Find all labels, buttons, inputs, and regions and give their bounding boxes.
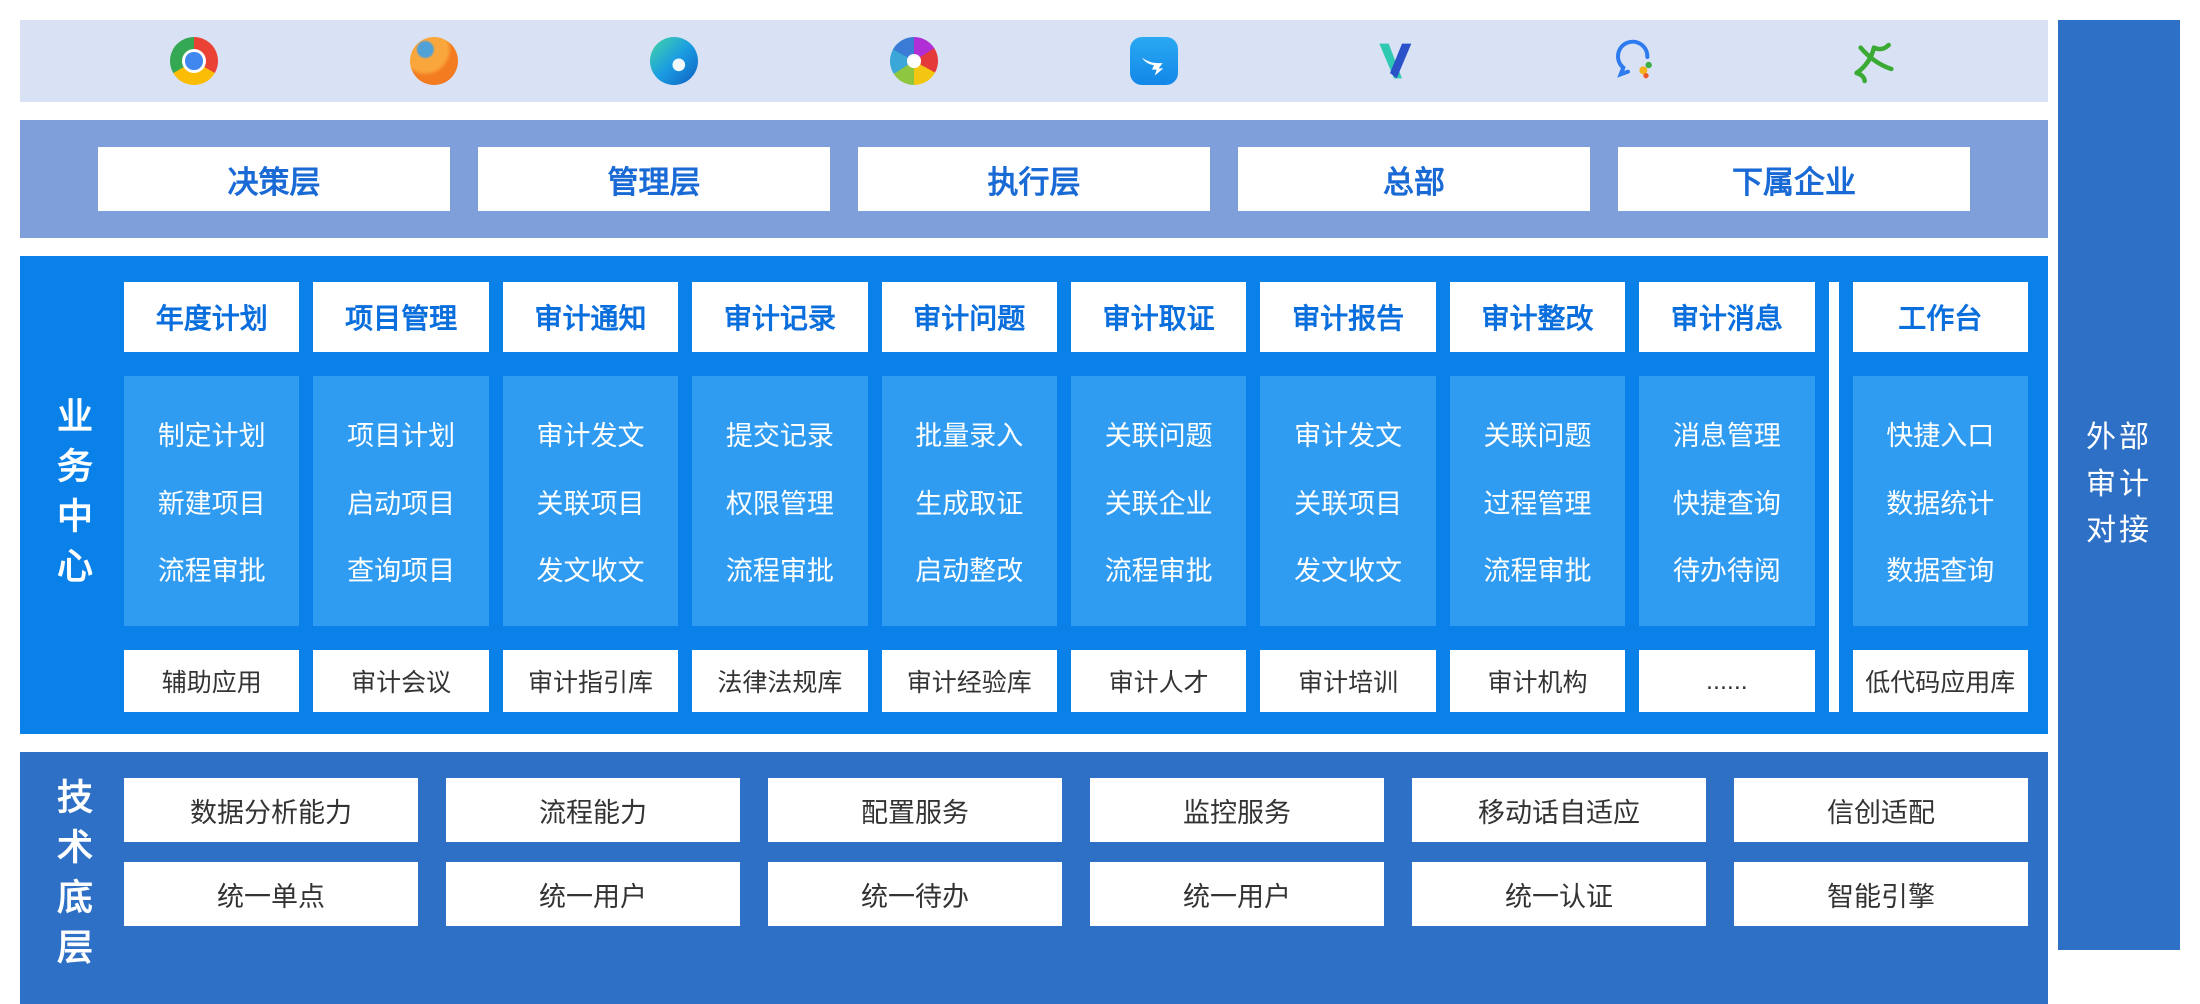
business-center-section: 业务中心 年度计划 项目管理 审计通知 审计记录 审计问题 审计取证 审计报告 … xyxy=(20,256,2048,734)
wecom-icon xyxy=(1610,37,1658,85)
biz-header-cell: 审计报告 xyxy=(1260,282,1436,352)
biz-subitem: 审计发文 xyxy=(536,421,645,452)
library-cell: 审计人才 xyxy=(1070,650,1247,712)
tech-cell: 数据分析能力 xyxy=(124,778,418,842)
biz-subitem: 过程管理 xyxy=(1483,488,1592,519)
biz-header-cell: 审计通知 xyxy=(502,282,679,352)
tech-cell: 统一认证 xyxy=(1412,862,1706,926)
biz-subitem: 流程审批 xyxy=(725,555,834,586)
biz-subitem: 待办待阅 xyxy=(1672,555,1781,586)
biz-subitem: 批量录入 xyxy=(915,421,1024,452)
firefox-icon xyxy=(410,37,458,85)
external-audit-label: 外部审计对接 xyxy=(2086,421,2152,548)
biz-subitem: 发文收文 xyxy=(1294,555,1403,586)
tech-base-grid: 数据分析能力 流程能力 配置服务 监控服务 移动话自适应 信创适配 统一单点 统… xyxy=(124,778,2028,978)
org-layer-box: 执行层 xyxy=(858,147,1210,211)
biz-header-cell: 年度计划 xyxy=(124,282,300,352)
dingtalk-icon xyxy=(1130,37,1178,85)
biz-subitem: 关联企业 xyxy=(1104,488,1213,519)
biz-subcard: 项目计划 启动项目 查询项目 xyxy=(313,376,489,626)
biz-subitem: 流程审批 xyxy=(1483,555,1592,586)
biz-subcard: 快捷入口 数据统计 数据查询 xyxy=(1852,376,2028,626)
biz-subitem: 消息管理 xyxy=(1672,421,1781,452)
biz-subitem: 启动整改 xyxy=(915,555,1024,586)
library-cell: 审计机构 xyxy=(1449,650,1626,712)
library-cell: 低代码应用库 xyxy=(1852,650,2028,712)
tech-cell: 统一待办 xyxy=(768,862,1062,926)
biz-header-cell: 审计问题 xyxy=(881,282,1057,352)
biz-header-cell: 审计消息 xyxy=(1639,282,1815,352)
library-cell: 审计培训 xyxy=(1260,650,1436,712)
edge-icon xyxy=(650,37,698,85)
biz-subitem: 快捷入口 xyxy=(1886,421,1995,452)
tech-cell: 统一单点 xyxy=(124,862,418,926)
biz-subitem: 制定计划 xyxy=(157,421,266,452)
biz-subitem: 快捷查询 xyxy=(1672,488,1781,519)
tech-base-section: 技术底层 数据分析能力 流程能力 配置服务 监控服务 移动话自适应 信创适配 统… xyxy=(20,752,2048,1004)
biz-subitem: 流程审批 xyxy=(1104,555,1213,586)
biz-header-cell: 审计取证 xyxy=(1070,282,1247,352)
biz-subitem: 生成取证 xyxy=(915,488,1024,519)
v-check-app-icon xyxy=(1370,37,1418,85)
biz-subitem: 查询项目 xyxy=(347,555,456,586)
tech-cell: 移动话自适应 xyxy=(1412,778,1706,842)
biz-subitem: 关联问题 xyxy=(1104,421,1213,452)
tech-cell: 监控服务 xyxy=(1090,778,1384,842)
tech-base-label: 技术底层 xyxy=(52,778,93,978)
chrome-icon xyxy=(170,37,218,85)
tech-cell: 统一用户 xyxy=(446,862,740,926)
biz-subitem: 流程审批 xyxy=(157,555,266,586)
biz-subitem: 数据统计 xyxy=(1886,488,1995,519)
biz-subcard: 关联问题 关联企业 流程审批 xyxy=(1070,376,1247,626)
biz-header-cell: 审计记录 xyxy=(692,282,868,352)
biz-subitem: 项目计划 xyxy=(347,421,456,452)
library-cell: 法律法规库 xyxy=(692,650,868,712)
biz-subitem: 提交记录 xyxy=(725,421,834,452)
biz-subcard: 批量录入 生成取证 启动整改 xyxy=(881,376,1057,626)
biz-header-cell: 工作台 xyxy=(1852,282,2028,352)
library-cell: 辅助应用 xyxy=(124,650,300,712)
biz-subcard: 制定计划 新建项目 流程审批 xyxy=(124,376,300,626)
biz-header-cell: 项目管理 xyxy=(313,282,489,352)
biz-header-cell: 审计整改 xyxy=(1449,282,1626,352)
biz-subitem: 审计发文 xyxy=(1294,421,1403,452)
biz-subcard: 审计发文 关联项目 发文收文 xyxy=(502,376,679,626)
tech-cell: 智能引擎 xyxy=(1734,862,2028,926)
client-browser-strip xyxy=(20,20,2048,102)
architecture-diagram: 决策层 管理层 执行层 总部 下属企业 业务中心 年度计划 项目管理 审计通知 … xyxy=(20,20,2048,1004)
pinwheel-browser-icon xyxy=(890,37,938,85)
library-cell: 审计经验库 xyxy=(881,650,1057,712)
biz-subitem: 数据查询 xyxy=(1886,555,1995,586)
business-center-label: 业务中心 xyxy=(52,397,93,597)
workbench-divider xyxy=(1828,282,1839,712)
tech-cell: 信创适配 xyxy=(1734,778,2028,842)
biz-subcard: 审计发文 关联项目 发文收文 xyxy=(1260,376,1436,626)
biz-subitem: 关联项目 xyxy=(536,488,645,519)
org-layer-row: 决策层 管理层 执行层 总部 下属企业 xyxy=(20,120,2048,238)
tech-cell: 统一用户 xyxy=(1090,862,1384,926)
external-audit-sidebar: 外部审计对接 xyxy=(2058,20,2180,950)
biz-subitem: 启动项目 xyxy=(347,488,456,519)
biz-subcard: 消息管理 快捷查询 待办待阅 xyxy=(1639,376,1815,626)
biz-subcard: 提交记录 权限管理 流程审批 xyxy=(692,376,868,626)
org-layer-box: 管理层 xyxy=(478,147,830,211)
biz-subitem: 发文收文 xyxy=(536,555,645,586)
library-cell: ...... xyxy=(1639,650,1815,712)
green-figure-app-icon xyxy=(1850,37,1898,85)
tech-cell: 流程能力 xyxy=(446,778,740,842)
business-center-grid: 年度计划 项目管理 审计通知 审计记录 审计问题 审计取证 审计报告 审计整改 … xyxy=(124,282,2028,712)
biz-subcard: 关联问题 过程管理 流程审批 xyxy=(1449,376,1626,626)
biz-subitem: 权限管理 xyxy=(725,488,834,519)
biz-subitem: 关联项目 xyxy=(1294,488,1403,519)
biz-subitem: 新建项目 xyxy=(157,488,266,519)
tech-cell: 配置服务 xyxy=(768,778,1062,842)
org-layer-box: 总部 xyxy=(1238,147,1590,211)
library-cell: 审计指引库 xyxy=(502,650,679,712)
library-cell: 审计会议 xyxy=(313,650,489,712)
org-layer-box: 下属企业 xyxy=(1618,147,1970,211)
org-layer-box: 决策层 xyxy=(98,147,450,211)
biz-subitem: 关联问题 xyxy=(1483,421,1592,452)
